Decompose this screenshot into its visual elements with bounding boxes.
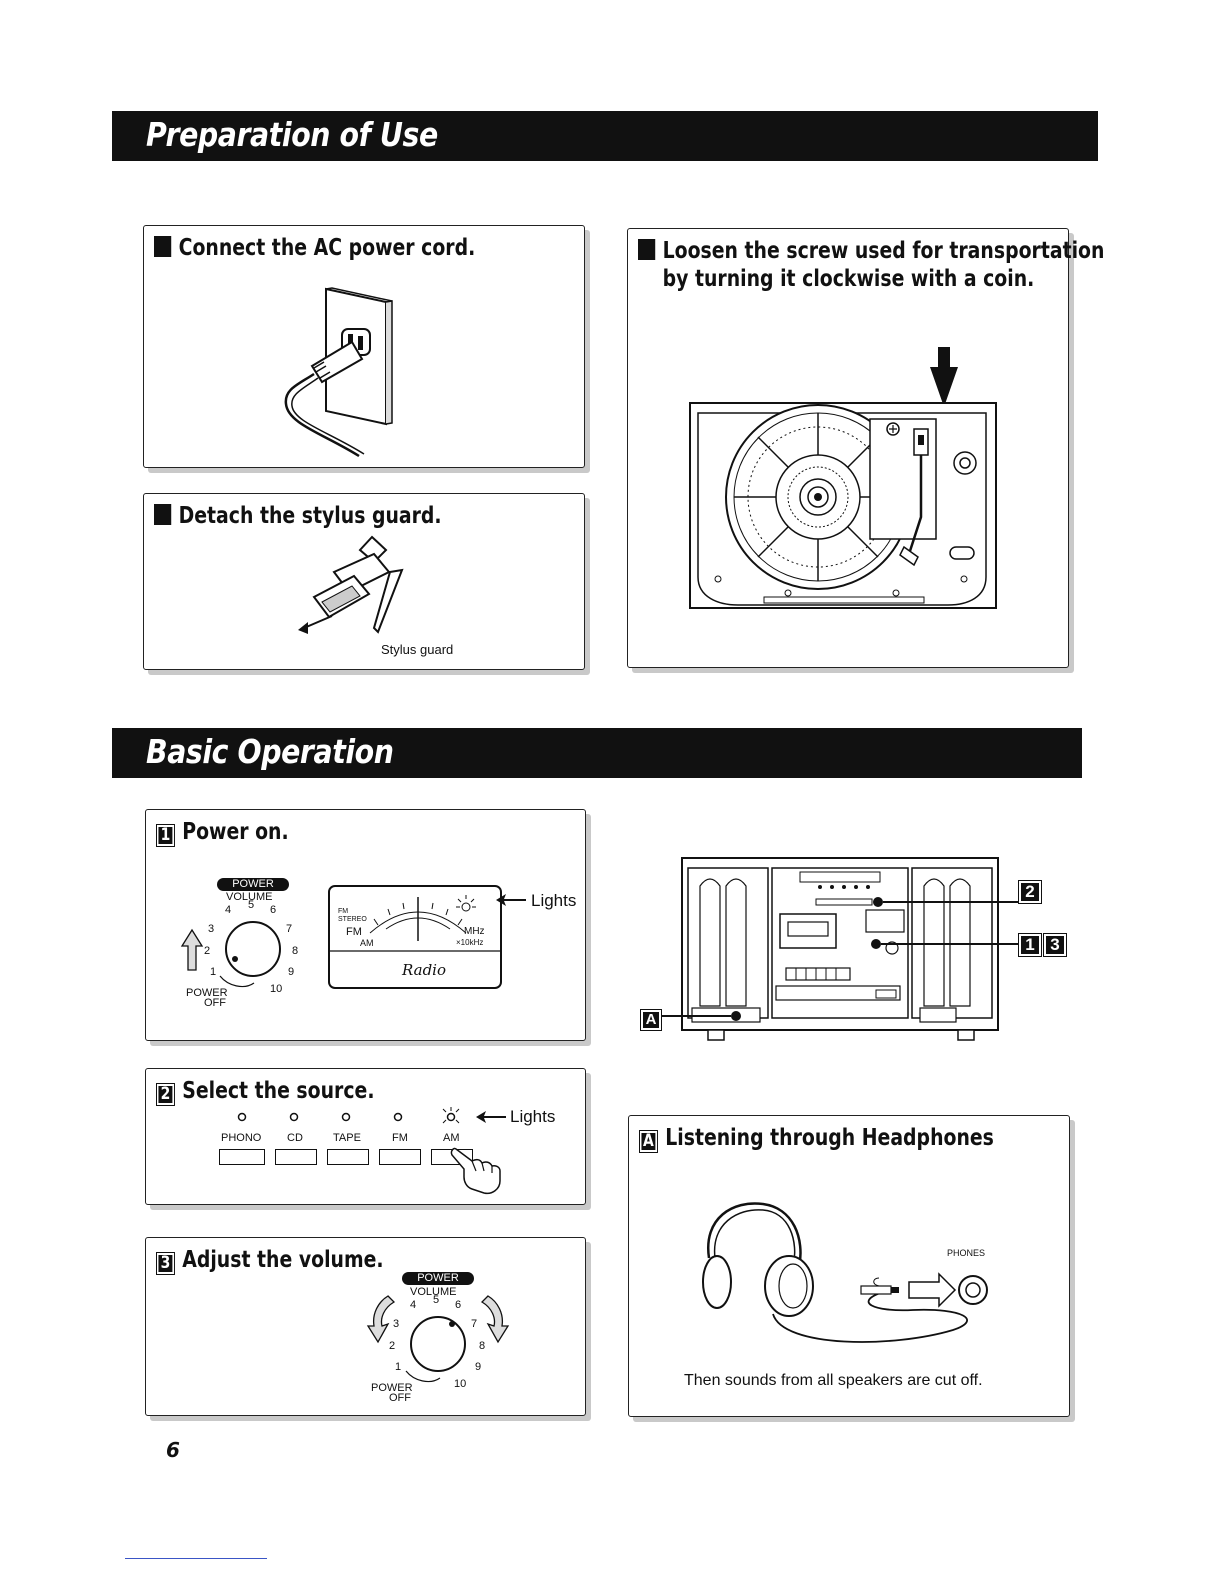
phones-jack-label: PHONES bbox=[947, 1248, 985, 1258]
stylus-guard-panel: Detach the stylus guard. Stylus guard bbox=[143, 493, 585, 670]
callout-1: 1 bbox=[1018, 933, 1042, 957]
mhz-label: MHz bbox=[464, 926, 485, 937]
source-label-phono: PHONO bbox=[221, 1132, 261, 1144]
radio-script-label: Radio bbox=[402, 961, 446, 979]
lights-label-1: Lights bbox=[531, 891, 576, 911]
headphones-note: Then sounds from all speakers are cut of… bbox=[684, 1372, 983, 1390]
turn-up-arrow-icon bbox=[480, 1294, 510, 1344]
phono-button[interactable] bbox=[219, 1149, 265, 1165]
volume-knob-1: POWER VOLUME 4 5 6 3 7 2 8 1 9 10 POWER … bbox=[180, 878, 320, 1018]
tape-button[interactable] bbox=[327, 1149, 369, 1165]
fm-stereo-label: FM STEREO bbox=[338, 908, 362, 924]
ac-cord-heading: Connect the AC power cord. bbox=[154, 234, 475, 262]
wall-outlet-illustration bbox=[274, 284, 404, 459]
preparation-banner: Preparation of Use bbox=[112, 111, 1098, 161]
source-label-fm: FM bbox=[392, 1132, 408, 1144]
fm-button[interactable] bbox=[379, 1149, 421, 1165]
lights-arrow-2 bbox=[476, 1111, 506, 1123]
basic-operation-title: Basic Operation bbox=[146, 732, 393, 771]
khz-label: ×10kHz bbox=[456, 938, 483, 947]
cartridge-illustration bbox=[294, 532, 414, 642]
transport-screw-heading: Loosen the screw used for transportation… bbox=[638, 237, 1104, 293]
callout-2: 2 bbox=[1018, 880, 1042, 904]
transport-screw-panel: Loosen the screw used for transportation… bbox=[627, 228, 1069, 668]
stylus-guard-heading: Detach the stylus guard. bbox=[154, 502, 442, 530]
basic-operation-banner: Basic Operation bbox=[112, 728, 1082, 778]
cd-button[interactable] bbox=[275, 1149, 317, 1165]
source-indicator-dots bbox=[236, 1109, 456, 1123]
page-number: 6 bbox=[166, 1438, 180, 1462]
source-label-am: AM bbox=[443, 1132, 460, 1144]
headphones-illustration bbox=[693, 1198, 1013, 1358]
am-label: AM bbox=[360, 938, 374, 948]
pressing-hand-icon bbox=[450, 1147, 520, 1197]
ac-cord-panel: Connect the AC power cord. bbox=[143, 225, 585, 468]
turn-down-arrow-icon bbox=[366, 1294, 396, 1344]
lights-label-2: Lights bbox=[510, 1107, 555, 1127]
preparation-title: Preparation of Use bbox=[146, 115, 438, 154]
lights-arrow bbox=[496, 894, 526, 906]
fm-label: FM bbox=[346, 926, 362, 938]
footer-rule bbox=[125, 1558, 267, 1559]
callout-3: 3 bbox=[1043, 933, 1067, 957]
source-label-tape: TAPE bbox=[333, 1132, 361, 1144]
stereo-front-illustration bbox=[640, 856, 1070, 1046]
source-label-cd: CD bbox=[287, 1132, 303, 1144]
dial-circle bbox=[180, 878, 320, 1018]
turntable-top-illustration bbox=[688, 347, 1000, 612]
callout-A: A bbox=[640, 1009, 662, 1031]
stylus-guard-label: Stylus guard bbox=[381, 642, 453, 657]
